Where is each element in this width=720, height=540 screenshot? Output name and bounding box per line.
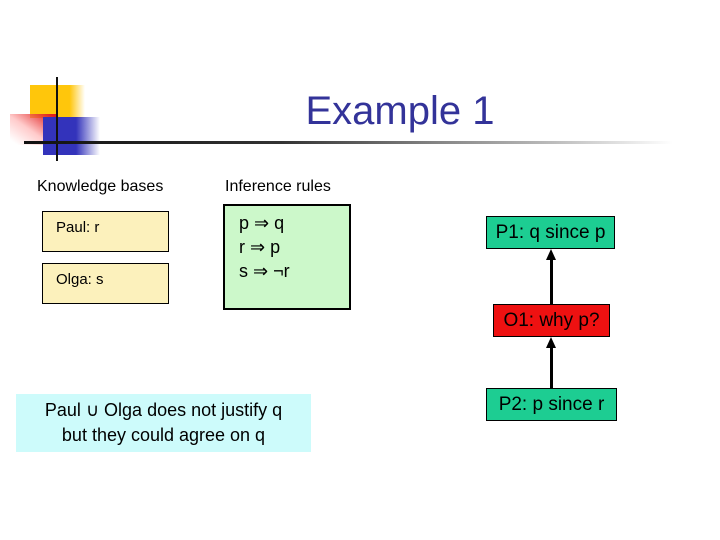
- inference-rules-box: p ⇒ q r ⇒ p s ⇒ ¬r: [223, 204, 351, 310]
- kb-box-paul: Paul: r: [42, 211, 169, 252]
- conclusion-note: Paul ∪ Olga does not justify q but they …: [16, 394, 311, 452]
- knowledge-bases-label: Knowledge bases: [37, 178, 164, 195]
- argument-box-o1-text: O1: why p?: [503, 309, 600, 331]
- argument-box-p1-text: P1: q since p: [495, 221, 606, 243]
- inference-rules-label: Inference rules: [225, 178, 331, 195]
- rule-line-2: r ⇒ p: [239, 237, 281, 257]
- argument-box-p2: P2: p since r: [486, 388, 617, 421]
- arrow-up-icon: [546, 249, 556, 260]
- deco-cross-vertical-line: [56, 77, 58, 161]
- kb-box-olga: Olga: s: [42, 263, 169, 304]
- slide-title: Example 1: [305, 89, 495, 133]
- kb-box-olga-text: Olga: s: [56, 271, 104, 288]
- argument-box-p2-text: P2: p since r: [498, 393, 605, 415]
- arrow-line: [550, 257, 553, 304]
- rule-line-1: p ⇒ q: [239, 213, 285, 233]
- arrow-up-icon: [546, 337, 556, 348]
- argument-box-p1: P1: q since p: [486, 216, 615, 249]
- title-underline: [24, 141, 700, 144]
- rule-line-3: s ⇒ ¬r: [239, 261, 290, 281]
- note-line-1: Paul ∪ Olga does not justify q: [44, 400, 283, 420]
- note-line-2: but they could agree on q: [61, 425, 266, 445]
- arrow-line: [550, 345, 553, 388]
- argument-box-o1: O1: why p?: [493, 304, 610, 337]
- deco-blue-square: [43, 117, 100, 155]
- kb-box-paul-text: Paul: r: [56, 219, 100, 236]
